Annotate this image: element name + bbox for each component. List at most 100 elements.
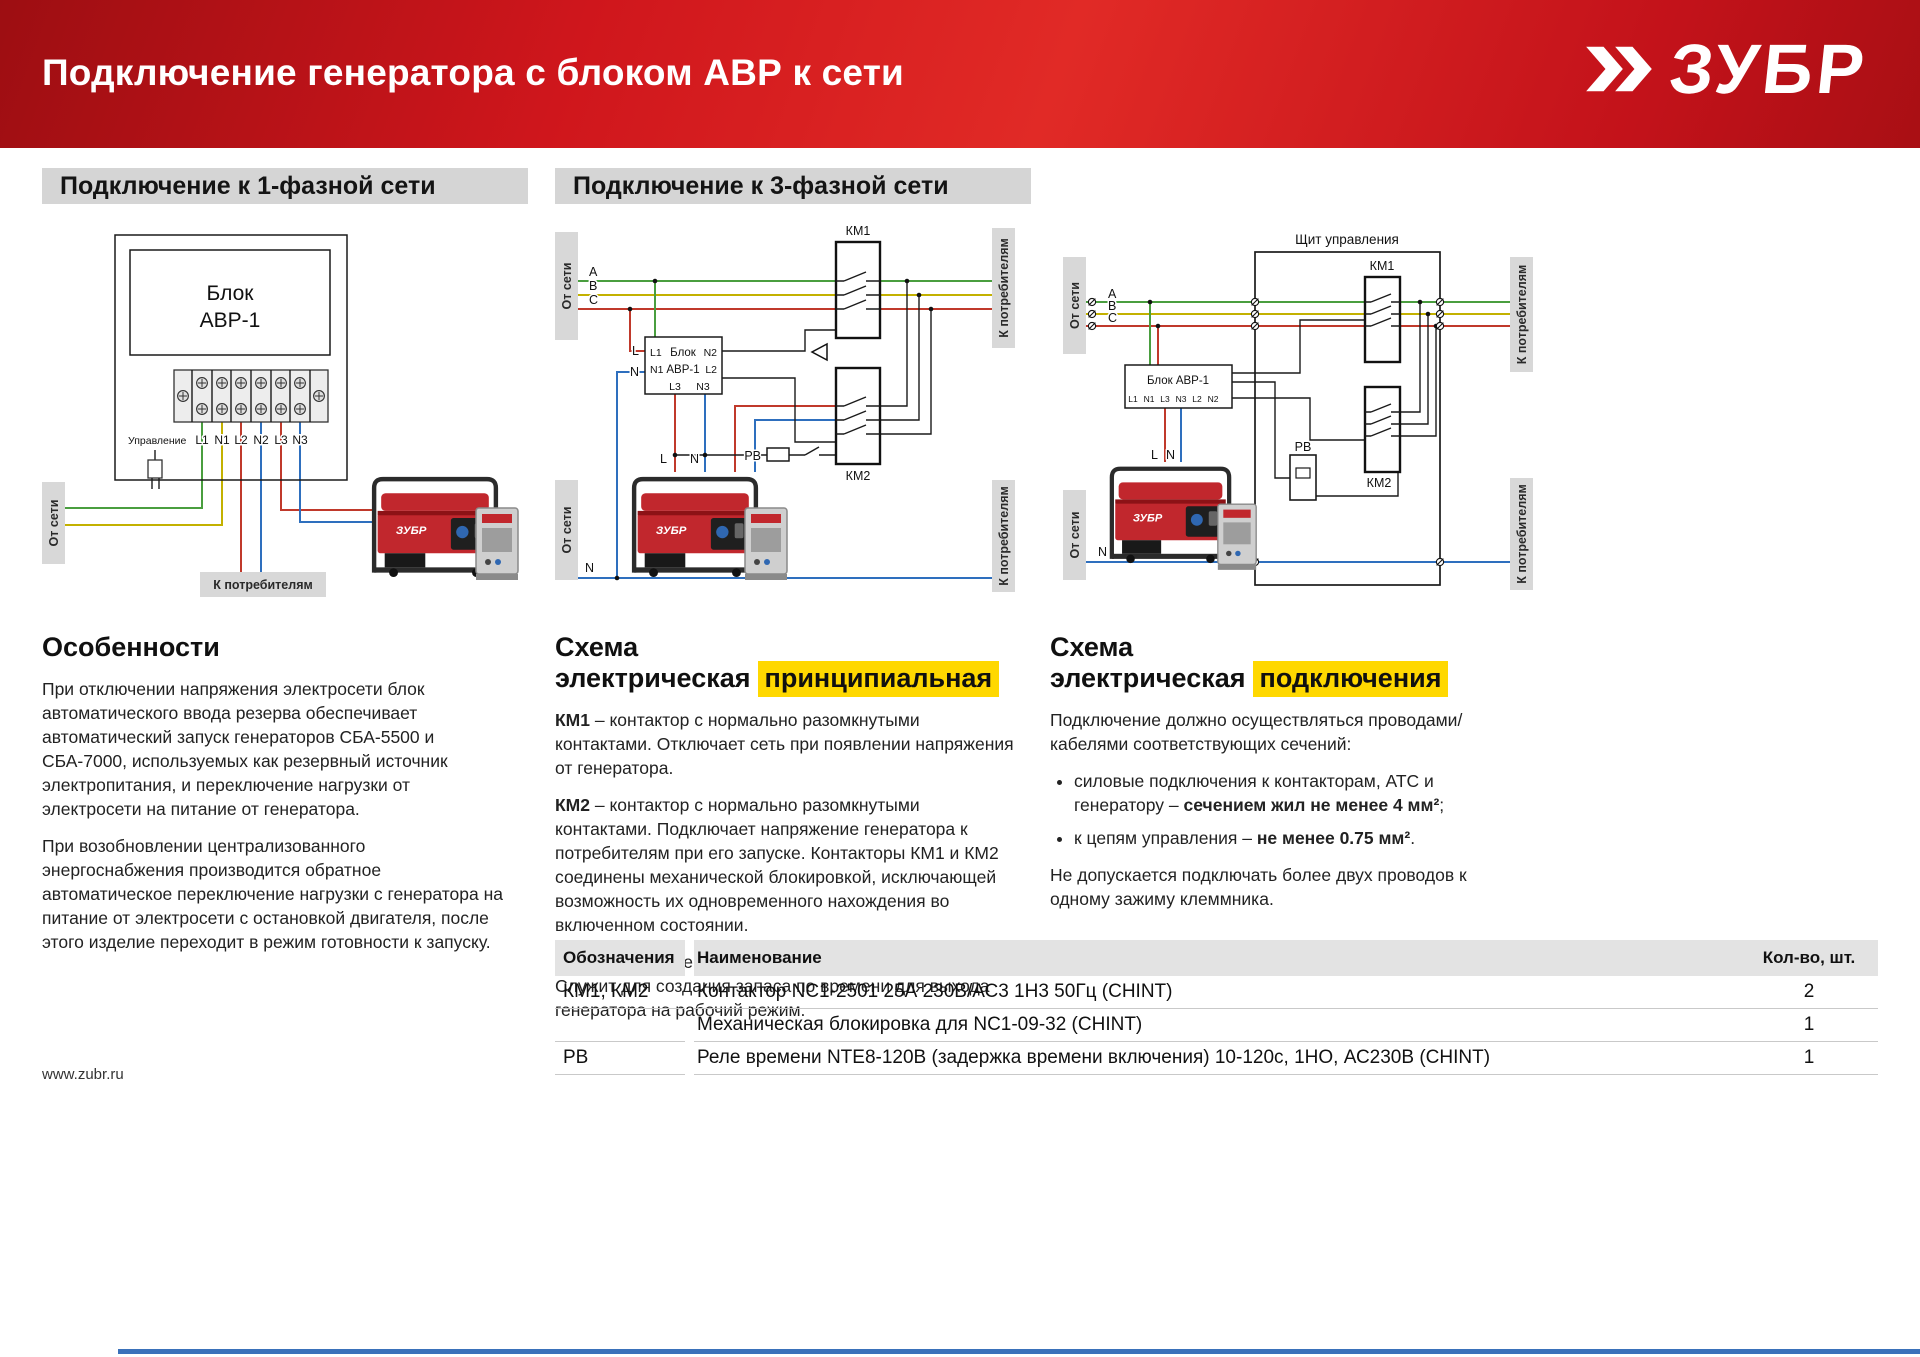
km2-contactor <box>1363 385 1402 474</box>
zubr-logo: ЗУБР <box>1584 30 1872 108</box>
avr-n1: N1 <box>650 364 664 376</box>
svg-text:N3: N3 <box>292 433 308 447</box>
from-net-label-box <box>42 482 65 564</box>
avr-n3: N3 <box>696 381 710 393</box>
svg-text:N2: N2 <box>253 433 269 447</box>
control-wiring <box>675 329 836 456</box>
avr-n2: N2 <box>704 347 718 359</box>
table-row: КМ1, КМ2 Контактор NC1-2501 25А 230В/АС3… <box>555 976 1878 1009</box>
svg-text:L1: L1 <box>1128 394 1138 404</box>
neutral-label: N <box>585 561 594 575</box>
cell-qty: 1 <box>1740 1042 1878 1075</box>
avr-l3: L3 <box>669 381 681 393</box>
km1-description: КМ1 – контактор с нормально разомкнутыми… <box>555 710 1014 778</box>
l-input-label: L <box>632 344 639 358</box>
section-header-three-phase: Подключение к 3-фазной сети <box>555 168 1031 204</box>
highlight-principal: принципиальная <box>757 661 1000 697</box>
generator-l-label: L <box>1151 448 1158 462</box>
from-net-bottom-box <box>555 480 578 580</box>
svg-text:N1: N1 <box>214 433 230 447</box>
rv-label: РВ <box>744 449 761 463</box>
phase-b-label: B <box>589 279 597 293</box>
to-consumers-label-box <box>200 572 326 597</box>
n-input-label: N <box>630 365 639 379</box>
svg-text:L1: L1 <box>195 433 209 447</box>
phase-a-label: A <box>589 265 598 279</box>
from-net-bottom-label: От сети <box>560 507 574 554</box>
generator-n-label: N <box>1166 448 1175 462</box>
svg-text:L2: L2 <box>1192 394 1202 404</box>
connection-intro: Подключение должно осуществляться провод… <box>1050 710 1463 754</box>
generator-l-label: L <box>660 452 667 466</box>
terminal-dividers <box>191 370 311 422</box>
phase-c-label: C <box>1108 311 1117 325</box>
svg-text:L3: L3 <box>1160 394 1170 404</box>
avr-block-box <box>644 336 723 395</box>
generator-wire-l <box>280 422 372 511</box>
footer-rule <box>118 1349 1920 1354</box>
avr-block-box <box>1124 364 1233 409</box>
svg-text:L2: L2 <box>234 433 248 447</box>
svg-text:N3: N3 <box>1176 394 1187 404</box>
requirement-power: силовые подключения к контакторам, АТС и… <box>1074 770 1502 818</box>
cell-designation: РВ <box>555 1042 685 1075</box>
table-header-row: Обозначения Наименование Кол-во, шт. <box>555 940 1878 976</box>
phase-b-label: B <box>1108 299 1116 313</box>
features-section: Особенности При отключении напряжения эл… <box>42 632 512 968</box>
control-label: Управление <box>128 435 187 447</box>
mains-wire-green <box>65 422 203 509</box>
to-consumers-top-box <box>992 228 1015 348</box>
avr-unit-outline <box>114 234 348 481</box>
connection-scheme-diagram: Щит управления КМ1 КМ2 Блок АВР-1 L1 N1 … <box>1063 231 1533 590</box>
km2-description: КМ2 – контактор с нормально разомкнутыми… <box>555 794 999 935</box>
control-cabinet-outline <box>1254 251 1441 586</box>
to-consumers-top-box <box>1510 257 1533 372</box>
avr-l-input-wire <box>629 309 645 352</box>
page-title: Подключение генератора с блоком АВР к се… <box>42 52 904 93</box>
generator-image <box>634 479 756 577</box>
requirement-control: к цепям управления – не менее 0.75 мм². <box>1074 827 1502 851</box>
km2-contactor <box>834 366 882 466</box>
generator-image <box>1112 469 1229 563</box>
phase-a-label: A <box>1108 287 1117 301</box>
km2-label: КМ2 <box>1367 476 1392 490</box>
col-designation-header: Обозначения <box>555 940 685 976</box>
svg-text:N2: N2 <box>1208 394 1219 404</box>
avr-l1: L1 <box>650 347 662 359</box>
ats-control-box-image <box>744 507 788 581</box>
one-phase-wiring-diagram: Блок АВР-1 L1 N1 L2 N2 L3 N3 Управление <box>42 234 519 597</box>
to-consumers-top-label: К потребителям <box>1515 265 1529 364</box>
from-net-label: От сети <box>47 500 61 547</box>
highlight-connection: подключения <box>1252 661 1449 697</box>
col-qty-header: Кол-во, шт. <box>1740 940 1878 976</box>
cell-qty: 2 <box>1740 976 1878 1009</box>
avr-l2: L2 <box>705 364 717 376</box>
rv-relay <box>1289 454 1317 501</box>
section-header-one-phase: Подключение к 1-фазной сети <box>42 168 528 204</box>
generator-wire-n <box>299 422 372 523</box>
avr-block-label-line1: Блок <box>207 282 255 305</box>
avr-n-input-wire <box>616 371 645 578</box>
avr-title-line2: АВР-1 <box>666 364 699 376</box>
rv-label: РВ <box>1295 440 1312 454</box>
interlock-icon <box>810 342 828 362</box>
site-url: www.zubr.ru <box>42 1066 124 1083</box>
from-net-top-label: От сети <box>1068 282 1082 329</box>
cell-name: Реле времени NTE8-120В (задержка времени… <box>694 1042 1740 1075</box>
avr-title-line1: Блок <box>670 347 697 359</box>
connection-requirements-list: силовые подключения к контакторам, АТС и… <box>1074 770 1502 851</box>
table-row: Механическая блокировка для NC1-09-32 (C… <box>555 1009 1878 1042</box>
control-cabinet-label: Щит управления <box>1295 232 1399 247</box>
to-consumers-bottom-label: К потребителям <box>997 486 1011 585</box>
avr-block-label-line2: АВР-1 <box>200 309 261 332</box>
from-net-top-label: От сети <box>560 263 574 310</box>
rv-contact <box>804 446 820 456</box>
avr-title: Блок АВР-1 <box>1147 375 1209 387</box>
to-consumers-bottom-label: К потребителям <box>1515 484 1529 583</box>
three-phase-schematic-diagram: КМ1 КМ2 L1 Блок N2 N1 АВР-1 L2 L3 N3 L N… <box>555 223 1015 592</box>
avr-block-box <box>129 249 331 356</box>
svg-text:L3: L3 <box>274 433 288 447</box>
